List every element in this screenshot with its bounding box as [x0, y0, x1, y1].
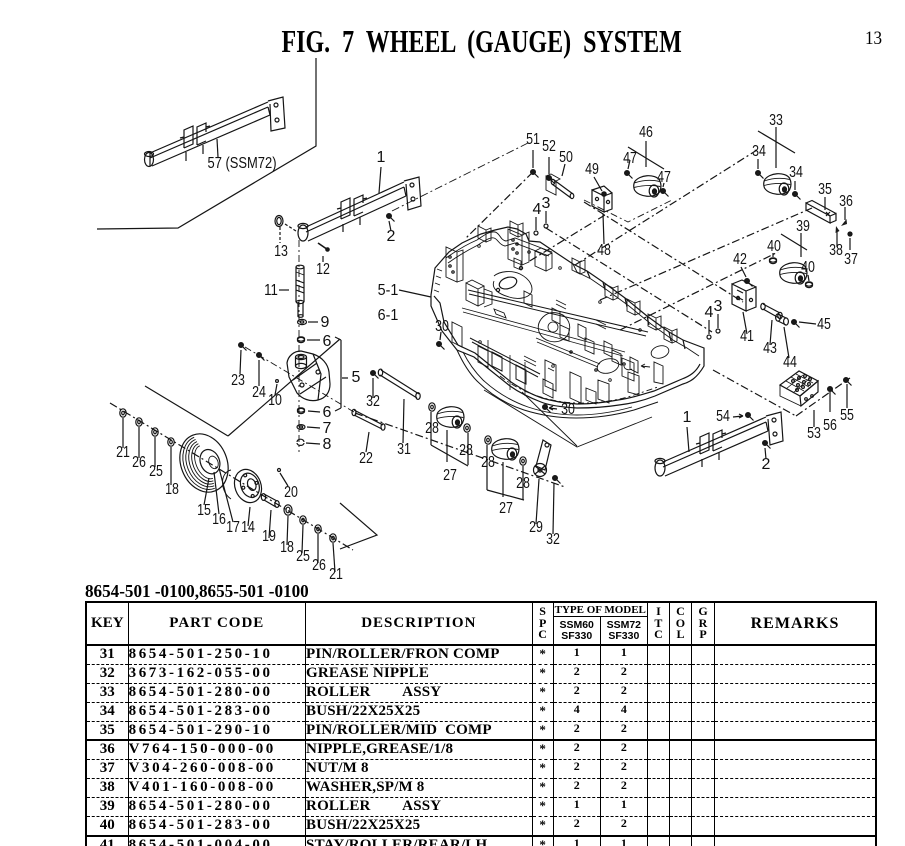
- svg-text:16: 16: [212, 511, 226, 528]
- svg-text:43: 43: [763, 340, 777, 357]
- svg-text:26: 26: [312, 557, 326, 574]
- svg-text:29: 29: [529, 519, 543, 536]
- svg-text:5: 5: [352, 369, 361, 386]
- svg-text:33: 33: [769, 112, 783, 129]
- svg-text:6-1: 6-1: [378, 307, 399, 324]
- svg-text:44: 44: [783, 354, 797, 371]
- svg-text:52: 52: [542, 138, 556, 155]
- svg-text:37: 37: [844, 251, 858, 268]
- svg-text:34: 34: [789, 164, 803, 181]
- svg-text:36: 36: [839, 193, 853, 210]
- svg-text:21: 21: [116, 444, 130, 461]
- svg-text:13: 13: [274, 243, 288, 260]
- svg-text:4: 4: [533, 201, 542, 218]
- svg-text:22: 22: [359, 450, 373, 467]
- svg-text:28: 28: [481, 454, 495, 471]
- svg-text:45: 45: [817, 316, 831, 333]
- svg-text:10: 10: [268, 392, 282, 409]
- svg-text:26: 26: [132, 454, 146, 471]
- svg-text:30: 30: [561, 401, 575, 418]
- svg-text:30: 30: [435, 318, 449, 335]
- svg-text:6: 6: [323, 333, 332, 350]
- svg-text:2: 2: [387, 228, 396, 245]
- svg-text:54: 54: [716, 408, 730, 425]
- svg-text:28: 28: [516, 475, 530, 492]
- svg-text:55: 55: [840, 407, 854, 424]
- svg-text:8: 8: [323, 436, 332, 453]
- svg-text:25: 25: [296, 548, 310, 565]
- svg-text:18: 18: [280, 539, 294, 556]
- svg-text:25: 25: [149, 463, 163, 480]
- svg-text:47: 47: [623, 150, 637, 167]
- svg-text:48: 48: [597, 242, 611, 259]
- svg-text:27: 27: [443, 467, 457, 484]
- svg-text:21: 21: [329, 566, 343, 583]
- svg-text:42: 42: [733, 251, 747, 268]
- svg-text:4: 4: [705, 304, 714, 321]
- svg-text:3: 3: [714, 298, 723, 315]
- svg-text:31: 31: [397, 441, 411, 458]
- svg-text:3: 3: [542, 195, 551, 212]
- svg-text:1: 1: [683, 409, 692, 426]
- svg-text:51: 51: [526, 131, 540, 148]
- svg-text:38: 38: [829, 242, 843, 259]
- svg-text:17: 17: [226, 519, 240, 536]
- svg-text:32: 32: [546, 531, 560, 548]
- svg-text:15: 15: [197, 502, 211, 519]
- svg-text:14: 14: [241, 519, 255, 536]
- svg-text:9: 9: [321, 314, 330, 331]
- svg-text:53: 53: [807, 425, 821, 442]
- svg-text:46: 46: [639, 124, 653, 141]
- svg-text:2: 2: [762, 456, 771, 473]
- svg-text:49: 49: [585, 161, 599, 178]
- svg-text:40: 40: [801, 259, 815, 276]
- svg-text:7: 7: [323, 420, 332, 437]
- svg-text:18: 18: [165, 481, 179, 498]
- svg-text:20: 20: [284, 484, 298, 501]
- svg-text:47: 47: [657, 169, 671, 186]
- svg-text:28: 28: [459, 442, 473, 459]
- svg-text:34: 34: [752, 143, 766, 160]
- svg-text:5-1: 5-1: [378, 282, 399, 299]
- svg-text:24: 24: [252, 384, 266, 401]
- svg-text:28: 28: [425, 420, 439, 437]
- svg-text:40: 40: [767, 238, 781, 255]
- svg-text:57 (SSM72): 57 (SSM72): [208, 155, 277, 172]
- svg-text:19: 19: [262, 528, 276, 545]
- svg-text:39: 39: [796, 218, 810, 235]
- svg-text:27: 27: [499, 500, 513, 517]
- svg-text:12: 12: [316, 261, 330, 278]
- svg-text:56: 56: [823, 417, 837, 434]
- svg-text:6: 6: [323, 404, 332, 421]
- svg-text:23: 23: [231, 372, 245, 389]
- svg-text:1: 1: [377, 149, 386, 166]
- svg-text:11: 11: [264, 282, 278, 299]
- svg-text:41: 41: [740, 328, 754, 345]
- svg-text:32: 32: [366, 393, 380, 410]
- svg-text:35: 35: [818, 181, 832, 198]
- svg-text:50: 50: [559, 149, 573, 166]
